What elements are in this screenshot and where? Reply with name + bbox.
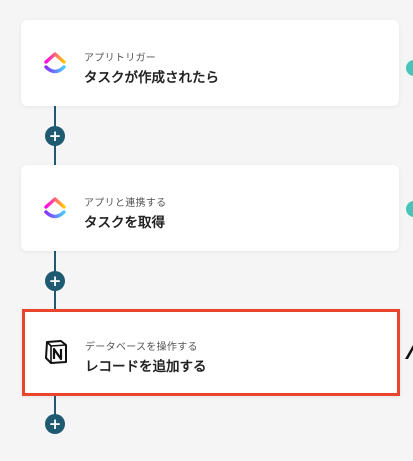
add-step-button[interactable]: + xyxy=(45,414,65,434)
add-step-button[interactable]: + xyxy=(45,271,65,291)
side-handle-icon[interactable] xyxy=(406,201,413,217)
clickup-logo-icon xyxy=(44,52,66,74)
clickup-logo-icon xyxy=(44,197,66,219)
flow-step-card-trigger[interactable]: アプリトリガー タスクが作成されたら xyxy=(21,20,399,106)
cursor-pointer-icon xyxy=(405,345,413,359)
step-caption: データベースを操作する xyxy=(85,342,198,353)
flow-connector-line xyxy=(54,396,56,416)
step-caption: アプリと連携する xyxy=(84,198,167,209)
side-handle-icon[interactable] xyxy=(406,60,413,76)
flow-step-card-database[interactable]: データベースを操作する レコードを追加する xyxy=(22,309,400,396)
step-caption: アプリトリガー xyxy=(84,53,157,64)
add-step-button[interactable]: + xyxy=(45,126,65,146)
step-title: レコードを追加する xyxy=(85,359,207,375)
notion-logo-icon xyxy=(45,340,67,364)
step-title: タスクを取得 xyxy=(84,215,165,231)
flow-step-card-action[interactable]: アプリと連携する タスクを取得 xyxy=(21,165,399,251)
step-title: タスクが作成されたら xyxy=(84,70,219,86)
